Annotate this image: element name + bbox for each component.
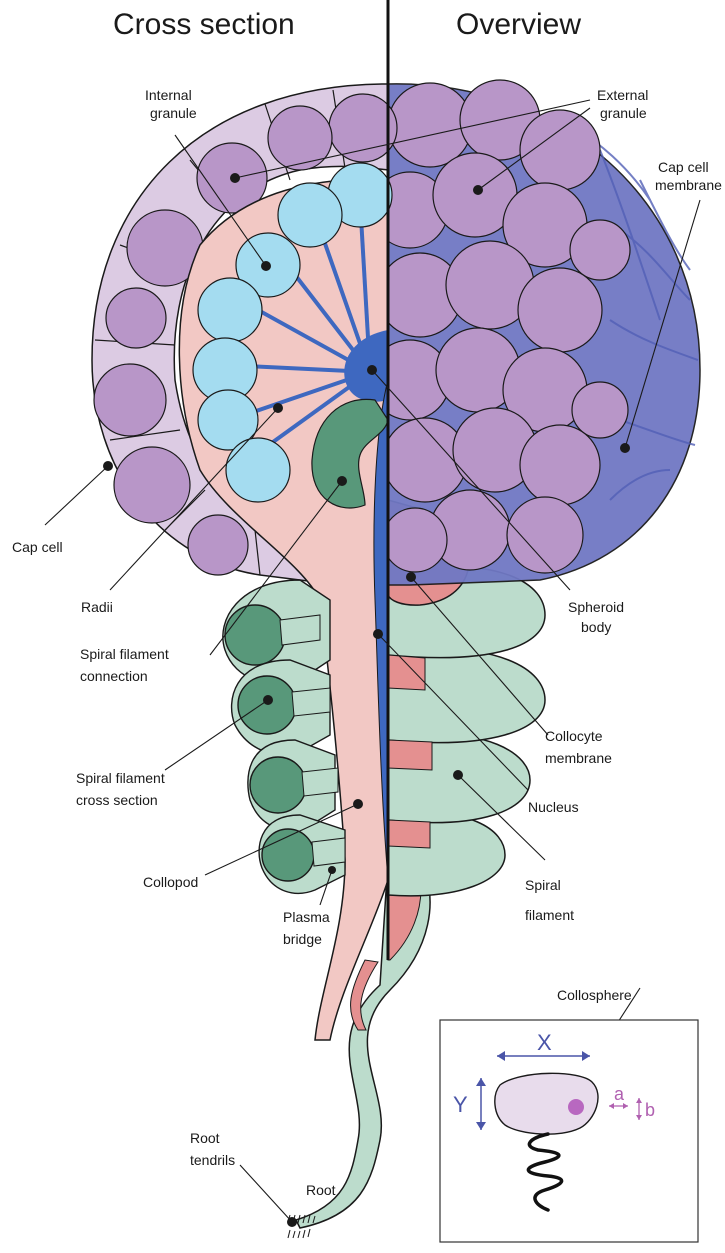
title-cross-section: Cross section — [113, 8, 295, 41]
label-collocyte-membrane-2: membrane — [545, 750, 612, 766]
label-external-granule-2: granule — [600, 105, 647, 121]
label-spheroid-body-2: body — [581, 619, 611, 635]
label-internal-granule-1: Internal — [145, 87, 192, 103]
label-nucleus: Nucleus — [528, 799, 579, 815]
title-overview: Overview — [456, 8, 581, 41]
label-spiral-filament-2: filament — [525, 907, 574, 923]
inset-b-label: b — [645, 1100, 655, 1120]
label-spiral-filament-1: Spiral — [525, 877, 561, 893]
label-root-tendrils-2: tendrils — [190, 1152, 235, 1168]
collosphere-inset: X Y a b — [440, 1020, 698, 1242]
spiral-cross-sections — [223, 580, 345, 893]
label-spiral-filament-connection-2: connection — [80, 668, 148, 684]
label-internal-granule-2: granule — [150, 105, 197, 121]
label-cap-cell: Cap cell — [12, 539, 63, 555]
label-spiral-filament-cross-section-2: cross section — [76, 792, 158, 808]
label-collosphere: Collosphere — [557, 987, 632, 1003]
label-plasma-bridge-1: Plasma — [283, 909, 330, 925]
inset-x-label: X — [537, 1030, 552, 1055]
label-spheroid-body-1: Spheroid — [568, 599, 624, 615]
label-spiral-filament-connection-1: Spiral filament — [80, 646, 169, 662]
inset-dot — [568, 1099, 584, 1115]
label-root-tendrils-1: Root — [190, 1130, 220, 1146]
label-external-granule-1: External — [597, 87, 648, 103]
label-collocyte-membrane-1: Collocyte — [545, 728, 603, 744]
label-collopod: Collopod — [143, 874, 198, 890]
cross-section-side — [92, 84, 397, 1040]
collocyte-band-1 — [388, 655, 425, 690]
inset-y-label: Y — [453, 1092, 468, 1117]
collocyte-band-3 — [388, 820, 430, 848]
label-cap-cell-membrane-2: membrane — [655, 177, 722, 193]
label-root: Root — [306, 1182, 336, 1198]
label-plasma-bridge-2: bridge — [283, 931, 322, 947]
label-spiral-filament-cross-section-1: Spiral filament — [76, 770, 165, 786]
inset-a-label: a — [614, 1084, 625, 1104]
collocyte-band-2 — [388, 740, 432, 770]
label-cap-cell-membrane-1: Cap cell — [658, 159, 709, 175]
label-radii: Radii — [81, 599, 113, 615]
